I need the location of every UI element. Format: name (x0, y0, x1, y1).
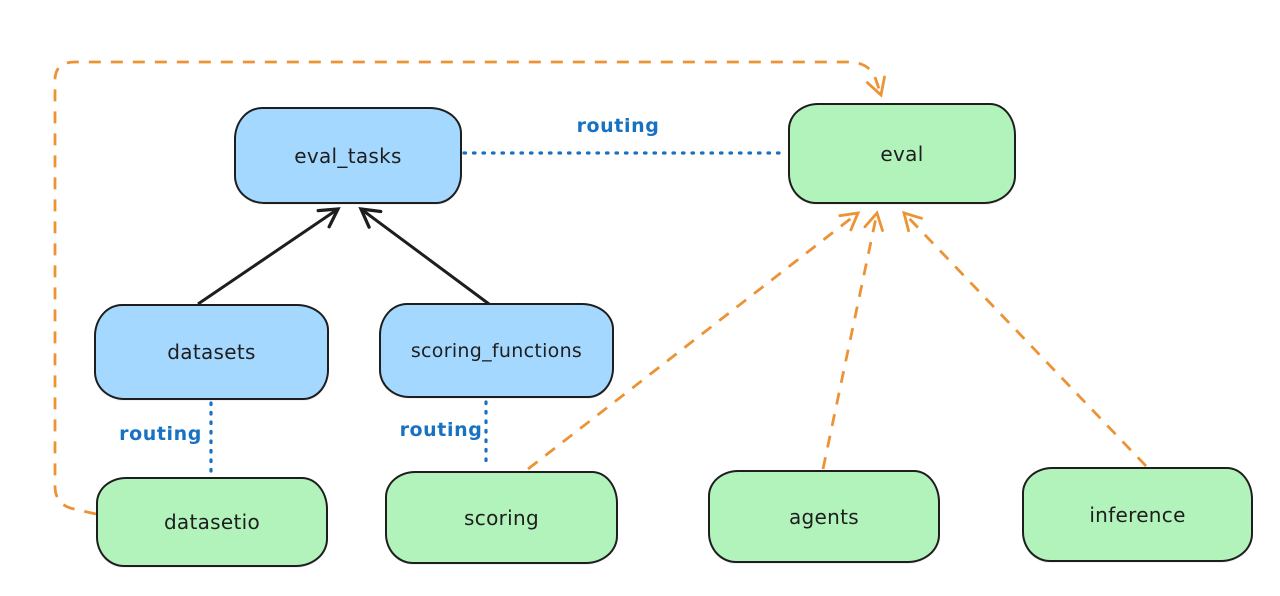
node-agents: agents (708, 470, 940, 563)
edge-inference-to-eval (902, 210, 1148, 467)
edge-scoring_functions-to-eval_tasks (358, 207, 490, 306)
node-scoring-label: scoring (464, 505, 539, 530)
node-eval-label: eval (880, 141, 924, 166)
edge-datasetio-to-eval (53, 60, 886, 516)
routing-label-eval-tasks-eval: routing (576, 115, 660, 137)
edge-agents-to-eval (821, 210, 884, 470)
node-scoring: scoring (385, 471, 618, 564)
node-agents-label: agents (789, 504, 859, 529)
routing-label-scoring-functions-scoring: routing (399, 419, 483, 441)
node-datasetio-label: datasetio (163, 510, 261, 534)
node-datasetio: datasetio (96, 477, 328, 567)
node-datasets-label: datasets (167, 340, 256, 364)
node-scoring-functions: scoring_functions (379, 303, 614, 398)
node-inference: inference (1022, 467, 1253, 562)
node-eval: eval (788, 103, 1016, 204)
routing-label-datasets-datasetio: routing (119, 423, 202, 445)
edge-scoring-to-eval (527, 211, 861, 471)
node-scoring-functions-label: scoring_functions (410, 339, 583, 362)
node-datasets: datasets (94, 304, 329, 400)
node-eval-tasks: eval_tasks (234, 107, 462, 204)
edge-datasets-to-eval_tasks (197, 207, 341, 306)
node-eval-tasks-label: eval_tasks (294, 143, 402, 168)
node-inference-label: inference (1089, 502, 1186, 527)
